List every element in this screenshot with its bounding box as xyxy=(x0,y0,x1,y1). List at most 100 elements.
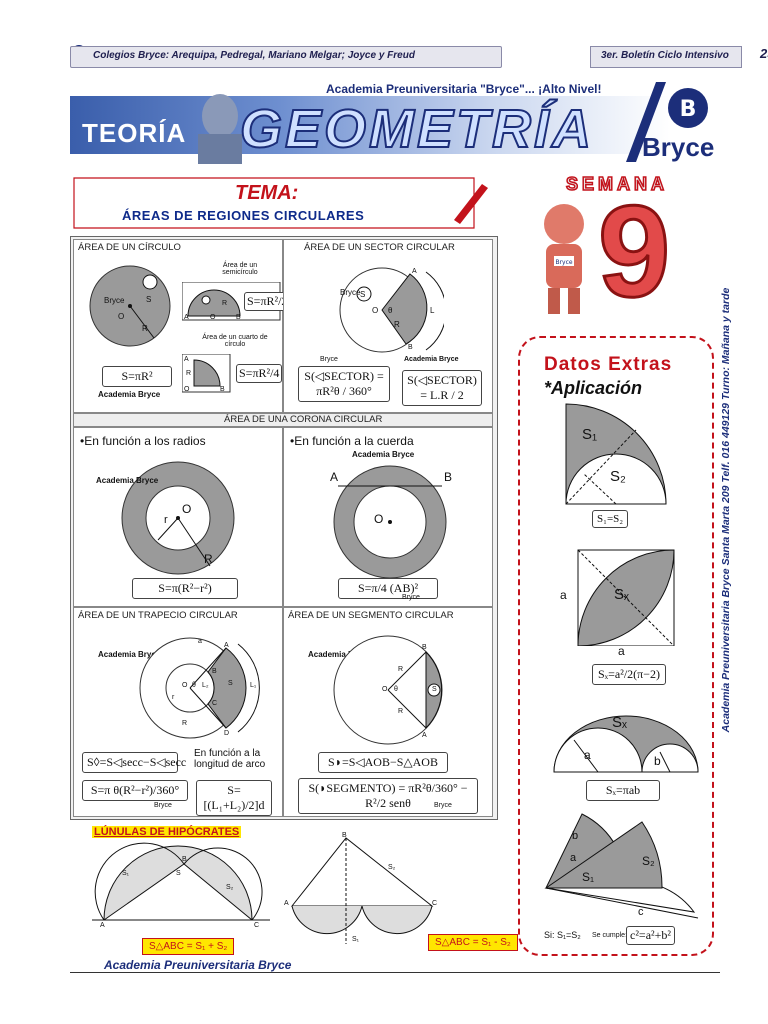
bulletin-box: 3er. Boletín Ciclo Intensivo xyxy=(590,46,742,68)
semana-label: SEMANA xyxy=(565,173,669,195)
academy-slogan: Academia Preuniversitaria "Bryce"... ¡Al… xyxy=(326,82,602,96)
corona-radii-academia: Academia Bryce xyxy=(96,476,159,485)
extras-panel: Datos Extras *Aplicación S₁ S₂ S₁=S₂ Sₓ … xyxy=(518,336,714,956)
semi-formula: S=πR²/2 xyxy=(244,292,291,311)
fig1-S2: S₂ xyxy=(610,468,626,485)
fig2-Sx: Sₓ xyxy=(614,586,629,603)
subject-title: GEOMETRÍA xyxy=(239,98,595,160)
lun1-formula: S△ABC = S₁ + S₂ xyxy=(142,938,235,955)
semi-O: O xyxy=(210,314,216,321)
page-number: 25 xyxy=(760,46,768,61)
lun2-S1: S₁ xyxy=(352,936,360,943)
lun1-S2: S₂ xyxy=(226,884,234,891)
extras-title: Datos Extras xyxy=(544,354,673,375)
corona-chord-O: O xyxy=(374,512,384,526)
quarter-title: Área de un cuarto de círculo xyxy=(202,334,268,348)
mascot-label: Bryce xyxy=(555,259,572,266)
bryce-logo: B Bryce xyxy=(626,82,740,162)
quarter-O: O xyxy=(184,386,190,393)
formula-grid: ÁREA DE UN CÍRCULO Bryce S O R S=πR² Aca… xyxy=(70,236,498,820)
segmento-R-top: R xyxy=(398,666,404,673)
tema-title: ÁREAS DE REGIONES CIRCULARES xyxy=(122,208,365,223)
corona-header-text: ÁREA DE UNA CORONA CIRCULAR xyxy=(224,414,383,425)
trapecio-D: D xyxy=(224,730,230,737)
fig3-formula: Sₓ=πab xyxy=(586,780,660,801)
trapecio-figure xyxy=(139,637,260,739)
segmento-formula-1: S◗=S◁AOB−S△AOB xyxy=(318,752,448,773)
week-number: 9 xyxy=(596,178,671,324)
corona-chord-bryce: Bryce xyxy=(402,594,420,601)
trapecio-r: r xyxy=(172,694,175,701)
fig4-condition: Si: S₁=S₂ xyxy=(544,930,581,940)
trapecio-C: C xyxy=(212,700,218,707)
trapecio-B: B xyxy=(212,668,217,675)
cell-trapecio-circular: ÁREA DE UN TRAPECIO CIRCULAR Academia Br… xyxy=(73,607,283,817)
sector-L: L xyxy=(430,306,435,315)
segmento-figure xyxy=(333,635,443,745)
sector-formula-bryce: Bryce xyxy=(320,356,338,363)
trapecio-academia: Academia Bryce xyxy=(98,650,161,659)
extras-figure-4 xyxy=(544,813,699,919)
quarter-circle-figure xyxy=(182,354,231,393)
fig1-S1: S₁ xyxy=(582,426,598,443)
fig4-S2: S₂ xyxy=(642,854,655,868)
segmento-academia: Academia Bryce xyxy=(308,650,371,659)
lunulas-title: LÚNULAS DE HIPÓCRATES xyxy=(92,826,242,838)
sector-O: O xyxy=(372,306,379,315)
label-S: S xyxy=(146,295,152,304)
trapecio-O: O xyxy=(182,682,188,689)
cell-title: ÁREA DE UN TRAPECIO CIRCULAR xyxy=(78,610,238,621)
segmento-B: B xyxy=(422,644,427,651)
sector-B: B xyxy=(408,344,413,351)
lun2-B: B xyxy=(342,832,347,839)
sector-bryce: Bryce xyxy=(340,288,361,297)
fig2-a-side: a xyxy=(560,588,567,602)
footer-divider xyxy=(70,972,720,973)
trapecio-note: En función a la longitud de arco xyxy=(194,748,266,770)
trapecio-S: S xyxy=(228,680,233,687)
lun1-B: B xyxy=(182,856,187,863)
label-bryce: Bryce xyxy=(104,296,125,305)
quarter-R: R xyxy=(186,370,192,377)
semi-R: R xyxy=(222,300,228,307)
segmento-R-bottom: R xyxy=(398,708,404,715)
extras-figure-3 xyxy=(553,715,699,773)
sector-theta: θ xyxy=(388,306,393,315)
sector-A: A xyxy=(412,268,417,275)
top-header: Colegios Bryce: Arequipa, Pedregal, Mari… xyxy=(70,46,768,68)
corona-header: ÁREA DE UNA CORONA CIRCULAR xyxy=(73,413,493,427)
corona-chord-formula: S=π/4 (AB)² xyxy=(338,578,438,599)
trapecio-theta: θ xyxy=(192,682,196,689)
fig4-c: c xyxy=(638,906,644,918)
lun2-S2: S₂ xyxy=(388,864,396,871)
segmento-A: A xyxy=(422,732,427,739)
extras-subtitle: *Aplicación xyxy=(544,378,643,398)
fig1-formula: S₁=S₂ xyxy=(592,510,629,528)
cell-circle-area: ÁREA DE UN CÍRCULO Bryce S O R S=πR² Aca… xyxy=(73,239,291,413)
circle-figure xyxy=(89,265,171,347)
corona-radii-O: O xyxy=(182,502,192,516)
segmento-S: S xyxy=(432,686,437,693)
corona-radii-formula: S=π(R²−r²) xyxy=(132,578,238,599)
lunulas-figure-2 xyxy=(290,837,434,944)
corona-radii-subtitle: •En función a los radios xyxy=(80,434,206,448)
corona-chord-B: B xyxy=(444,470,453,484)
lun2-A: A xyxy=(284,900,289,907)
fig4-b: b xyxy=(572,830,579,842)
lun1-S: S xyxy=(176,870,181,877)
cell-title: ÁREA DE UN CÍRCULO xyxy=(78,242,181,253)
schools-text: Colegios Bryce: Arequipa, Pedregal, Mari… xyxy=(93,50,415,61)
sector-formula-1: S(◁SECTOR) = πR²θ / 360° xyxy=(298,366,390,402)
cell-sector-area: ÁREA DE UN SECTOR CIRCULAR Bryce S O θ L… xyxy=(283,239,493,413)
sector-formula-2: S(◁SECTOR) = L.R / 2 xyxy=(402,370,482,406)
corona-radii-r: r xyxy=(164,514,168,526)
teoria-label: TEORÍA xyxy=(82,118,187,148)
cell-corona-radii: •En función a los radios Academia Bryce … xyxy=(73,427,283,607)
trapecio-L1: L₁ xyxy=(250,682,257,689)
academia-label: Academia Bryce xyxy=(98,390,161,399)
cell-title: ÁREA DE UN SEGMENTO CIRCULAR xyxy=(288,610,454,621)
cell-title: ÁREA DE UN SECTOR CIRCULAR xyxy=(304,242,455,253)
corona-chord-figure xyxy=(333,465,447,579)
extras-figure-2 xyxy=(577,549,675,646)
trapecio-R: R xyxy=(182,720,188,727)
